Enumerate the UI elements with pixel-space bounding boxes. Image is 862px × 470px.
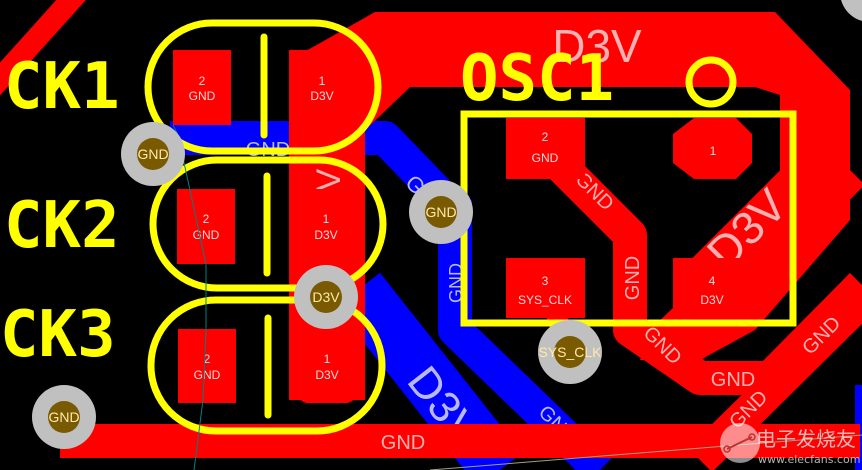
designator-ck1: CK1	[4, 50, 120, 124]
pad-number: 2	[199, 74, 206, 88]
via-partial[interactable]	[840, 0, 862, 22]
pad-number: 1	[324, 352, 331, 366]
pad-net: GND	[532, 151, 559, 165]
component-osc1-pads: 2 GND 1 3 SYS_CLK 4 D3V	[506, 118, 752, 318]
pad-osc1-1[interactable]	[673, 118, 752, 179]
silk-outline-ck2	[149, 156, 387, 292]
pad-number: 1	[710, 144, 717, 158]
pad-osc1-3[interactable]	[506, 258, 585, 318]
designator-osc1: OSC1	[460, 42, 614, 116]
via[interactable]: SYS_CLK	[538, 320, 602, 384]
pad-number: 2	[542, 130, 549, 144]
via-net: GND	[48, 409, 79, 425]
component-ck2-pads: 2 GND 1 D3V	[177, 189, 351, 264]
designator-ck3: CK3	[0, 298, 116, 372]
via[interactable]: GND	[32, 385, 96, 449]
pad-number: 1	[323, 212, 330, 226]
pad-ck2-2[interactable]	[177, 189, 235, 264]
pad-ck2-1[interactable]	[293, 189, 351, 264]
pad-number: 2	[203, 212, 210, 226]
ratsnest-line-bottom	[429, 434, 862, 470]
via[interactable]: D3V	[294, 265, 358, 329]
pad-net: GND	[189, 89, 216, 103]
via-net: GND	[137, 146, 168, 162]
trace-label: GND	[711, 369, 755, 391]
pad-net: GND	[193, 228, 220, 242]
component-ck3-pads: 2 GND 1 D3V	[178, 329, 356, 403]
trace-label: V	[310, 168, 348, 191]
pad-ck3-1[interactable]	[298, 329, 356, 403]
pad-number: 2	[204, 352, 211, 366]
trace-label: D3V	[552, 20, 642, 72]
watermark-title: 电子发烧友	[756, 427, 856, 451]
via-net: GND	[425, 204, 456, 220]
silk-pin1-marker-osc1	[685, 56, 737, 108]
pad-number: 4	[709, 274, 716, 288]
via-net: SYS_CLK	[538, 344, 602, 360]
via[interactable]: GND	[409, 180, 473, 244]
pad-ck3-2[interactable]	[178, 329, 236, 403]
pad-ck1-2[interactable]	[173, 50, 231, 125]
pad-osc1-4[interactable]	[673, 258, 752, 318]
pad-net: SYS_CLK	[518, 293, 572, 307]
trace-label: GND	[622, 256, 644, 300]
designator-ck2: CK2	[4, 189, 120, 263]
top-trace-diagonal-topleft[interactable]	[0, 0, 86, 96]
pad-net: D3V	[700, 293, 723, 307]
pad-number: 3	[542, 274, 549, 288]
pad-net: D3V	[310, 89, 333, 103]
pad-net: D3V	[315, 368, 338, 382]
via[interactable]: GND	[121, 122, 185, 186]
pad-osc1-2[interactable]	[506, 118, 585, 179]
trace-label: GND	[381, 432, 425, 454]
silkscreen-layer	[144, 19, 797, 435]
component-ck1-pads: 2 GND 1 D3V	[173, 50, 351, 125]
pad-net: D3V	[314, 228, 337, 242]
watermark-url: www.elecfans.com	[758, 453, 860, 466]
bottom-trace-gnd-vertical[interactable]	[438, 200, 612, 470]
pad-net: GND	[194, 368, 221, 382]
pad-ck1-1[interactable]	[293, 50, 351, 125]
silk-outline-ck1	[144, 19, 382, 155]
watermark: 电子发烧友 www.elecfans.com	[720, 423, 860, 466]
silk-outline-ck3	[147, 296, 386, 435]
via-net: D3V	[312, 289, 340, 305]
pad-number: 1	[319, 74, 326, 88]
